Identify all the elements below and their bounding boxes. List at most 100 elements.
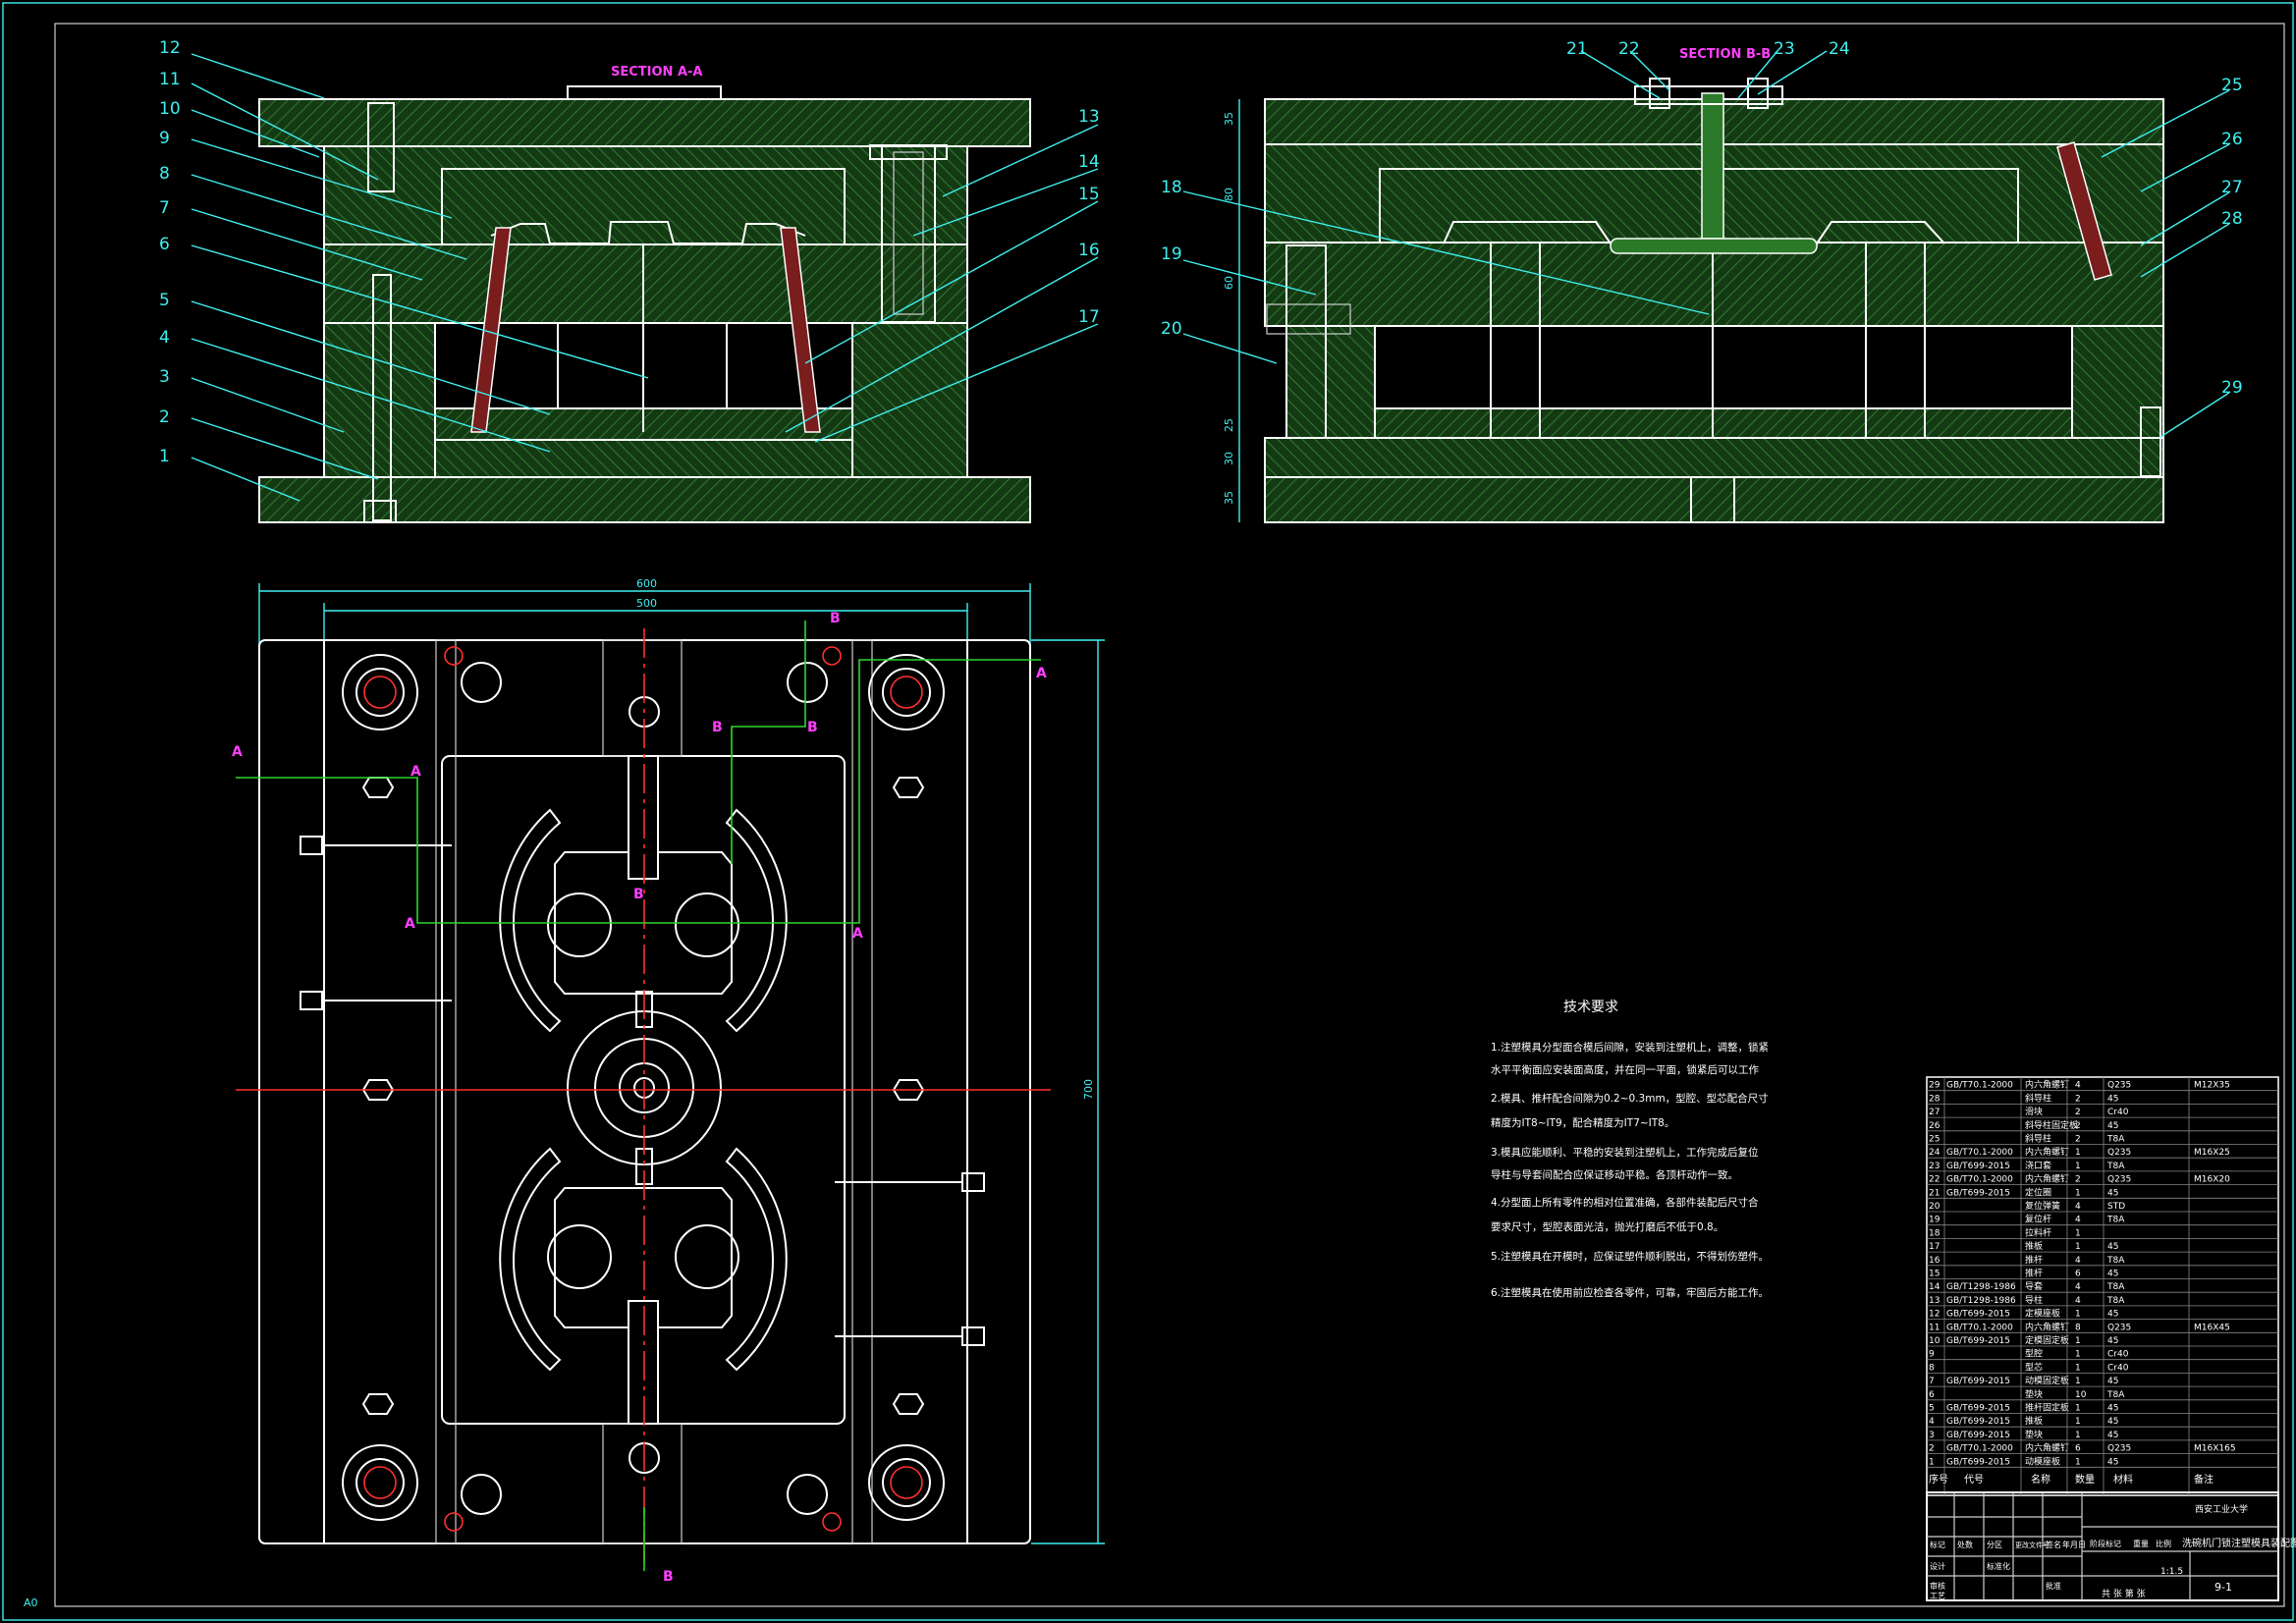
bom-cell: 垫块 [2025,1429,2043,1440]
bom-cell: 16 [1929,1256,1941,1266]
bom-cell: STD [2107,1202,2125,1212]
svg-text:更改文件号: 更改文件号 [2015,1541,2050,1549]
bom-cell: GB/T699-2015 [1946,1310,2010,1320]
svg-text:6: 6 [159,235,170,254]
bom-cell: M16X45 [2194,1323,2230,1332]
scale-value: 1:1.5 [2160,1567,2183,1577]
svg-text:设计: 设计 [1930,1561,1945,1571]
callouts-right-a: 13 14 15 16 17 [785,107,1100,443]
bom-cell: 6 [1929,1390,1935,1400]
bom-cell: 推杆 [2025,1268,2043,1279]
svg-text:标准化: 标准化 [1987,1561,2010,1571]
svg-text:阶段标记: 阶段标记 [2090,1539,2121,1548]
bom-cell: GB/T699-2015 [1946,1417,2010,1427]
bom-cell: 9 [1929,1350,1935,1360]
bom-cell: 定模固定板 [2025,1334,2069,1346]
bom-cell: T8A [2106,1390,2125,1400]
svg-text:14: 14 [1078,152,1100,172]
bom-cell: 14 [1929,1282,1941,1292]
svg-text:2.模具、推杆配合间隙为0.2~0.3mm，型腔、型芯配合尺: 2.模具、推杆配合间隙为0.2~0.3mm，型腔、型芯配合尺寸 [1491,1092,1769,1105]
bom-cell: T8A [2106,1216,2125,1225]
bom-cell: M16X25 [2194,1148,2230,1158]
svg-text:重量: 重量 [2133,1539,2149,1548]
bom-cell: Q235 [2107,1175,2131,1185]
bom-cell: 复位弹簧 [2025,1200,2060,1212]
bom-header-cell: 数量 [2075,1473,2095,1486]
section-a-title: SECTION A-A [611,65,702,80]
bom-cell: 25 [1929,1135,1940,1145]
bom-cell: 1 [2075,1417,2081,1427]
svg-text:B: B [830,611,841,626]
callouts-left-a: 12 11 10 9 8 7 6 5 4 3 2 1 [159,38,649,502]
ejector-plate [434,439,853,478]
svg-text:3: 3 [159,367,170,387]
bom-cell: 18 [1929,1228,1941,1238]
bom-cell: 45 [2107,1188,2118,1198]
bom-cell: GB/T699-2015 [1946,1431,2010,1440]
bom-cell: 4 [2075,1282,2081,1292]
svg-text:A: A [405,916,415,932]
bom-cell: 滑块 [2025,1106,2043,1117]
bom-header-cell: 备注 [2194,1473,2214,1486]
bom-cell: 45 [2107,1094,2118,1104]
bom-cell: GB/T70.1-2000 [1946,1323,2013,1332]
svg-text:签名: 签名 [2046,1540,2061,1549]
svg-text:精度为IT8~IT9，配合精度为IT7~IT8。: 精度为IT8~IT9，配合精度为IT7~IT8。 [1491,1116,1674,1129]
svg-text:比例: 比例 [2156,1539,2171,1548]
svg-text:20: 20 [1161,319,1182,339]
b-bottom-clamp [1264,476,2164,523]
bom-cell: 斜导柱 [2025,1092,2051,1104]
svg-text:8: 8 [159,164,170,184]
bom-cell: 1 [2075,1377,2081,1386]
bom-cell: 推杆固定板 [2025,1402,2069,1414]
bom-cell: 定位圈 [2025,1186,2051,1198]
bom-cell: 复位杆 [2025,1214,2051,1225]
bom-cell: GB/T1298-1986 [1946,1282,2016,1292]
bom-cell: 2 [2075,1121,2081,1131]
bom-cell: T8A [2106,1256,2125,1266]
bom-cell: GB/T1298-1986 [1946,1296,2016,1306]
bom-cell: 6 [2075,1444,2081,1454]
svg-text:4.分型面上所有零件的相对位置准确，各部件装配后尺寸合: 4.分型面上所有零件的相对位置准确，各部件装配后尺寸合 [1491,1196,1759,1209]
bom-cell: T8A [2106,1282,2125,1292]
bom-cell: 22 [1929,1175,1940,1185]
svg-text:15: 15 [1078,185,1100,204]
bom-cell: 内六角螺钉 [2025,1173,2069,1185]
bom-cell: 45 [2107,1431,2118,1440]
bom-cell: 1 [2075,1431,2081,1440]
bom-cell: 45 [2107,1121,2118,1131]
svg-text:A: A [1036,666,1047,681]
svg-text:25: 25 [1223,418,1235,432]
svg-text:21: 21 [1566,39,1588,59]
bom-header-cell: 序号 [1929,1473,1948,1486]
bom-cell: 26 [1929,1121,1941,1131]
svg-text:3.模具应能顺利、平稳的安装到注塑机上，工作完成后复位: 3.模具应能顺利、平稳的安装到注塑机上，工作完成后复位 [1491,1146,1759,1159]
svg-text:导柱与导套间配合应保证移动平稳。各顶杆动作一致。: 导柱与导套间配合应保证移动平稳。各顶杆动作一致。 [1491,1168,1738,1181]
bom-cell: GB/T70.1-2000 [1946,1148,2013,1158]
bom-cell: 10 [2075,1390,2087,1400]
svg-text:13: 13 [1078,107,1100,127]
svg-text:审核: 审核 [1930,1581,1945,1591]
svg-text:700: 700 [1082,1079,1095,1100]
bom-cell: 13 [1929,1296,1940,1306]
spacer-block-left [323,322,436,478]
svg-text:4: 4 [159,328,170,348]
school-name: 西安工业大学 [2195,1503,2248,1515]
bom-cell: 内六角螺钉 [2025,1442,2069,1454]
bom-cell: 定模座板 [2025,1308,2060,1320]
svg-text:9: 9 [159,129,170,148]
bom-cell: 4 [2075,1081,2081,1091]
bom-cell: 1 [1929,1457,1935,1467]
bom-header-cell: 代号 [1964,1474,1984,1486]
bom-cell: M12X35 [2194,1081,2230,1091]
bom-cell: 斜导柱固定板 [2025,1119,2078,1131]
bom-cell: 2 [1929,1444,1935,1454]
top-clamp-plate [258,98,1031,147]
svg-text:10: 10 [159,99,181,119]
svg-text:16: 16 [1078,241,1100,260]
tech-requirements: 技术要求 1.注塑模具分型面合模后间隙，安装到注塑机上，调整，锁紧 水平平衡面应… [1491,1000,1769,1299]
svg-text:5.注塑模具在开模时，应保证塑件顺利脱出，不得划伤塑件。: 5.注塑模具在开模时，应保证塑件顺利脱出，不得划伤塑件。 [1491,1250,1769,1263]
